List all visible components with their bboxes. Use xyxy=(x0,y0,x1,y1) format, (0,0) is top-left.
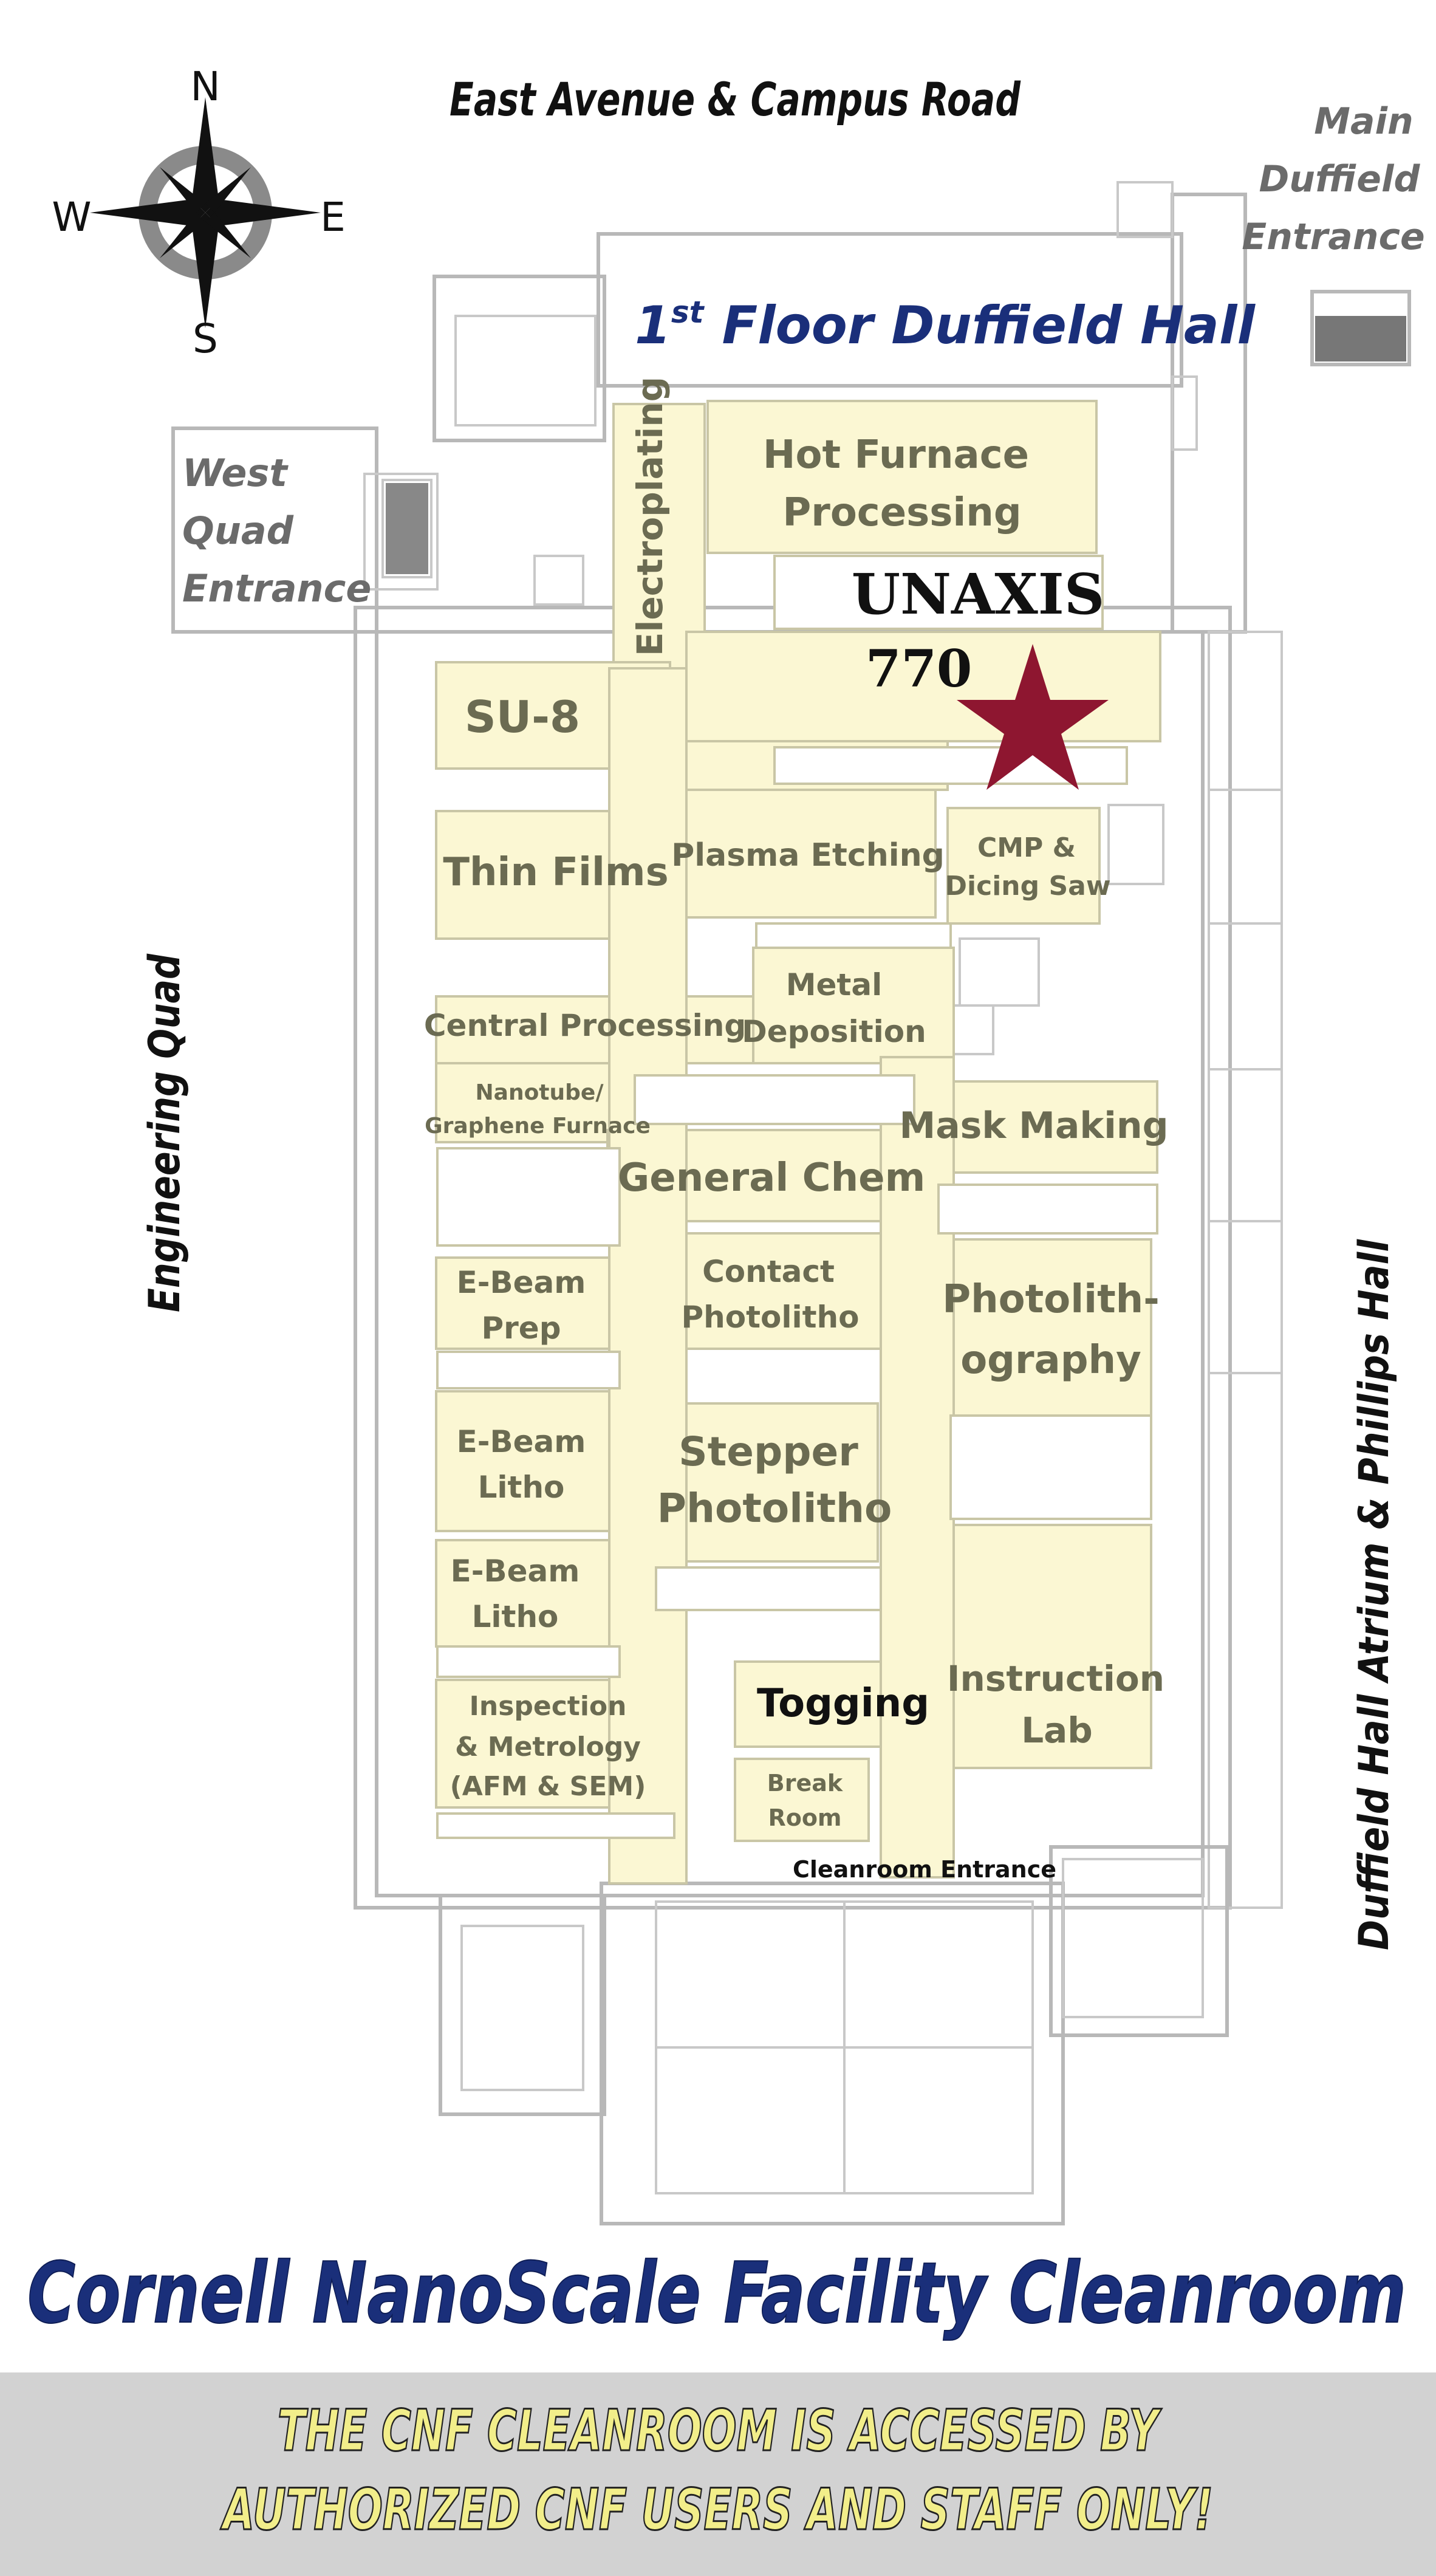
room-cmp xyxy=(946,807,1101,925)
label-instruction-lab-1: Instruction xyxy=(947,1658,1164,1699)
room-mask-making xyxy=(946,1080,1158,1174)
entrance-main-3: Entrance xyxy=(1242,216,1424,258)
label-hot-furnace-1: Hot Furnace xyxy=(763,433,1029,478)
label-cmp-1: CMP & xyxy=(977,832,1076,863)
label-su8: SU-8 xyxy=(465,691,580,742)
label-stepper-1: Stepper xyxy=(679,1428,858,1475)
label-metal-deposition-2: Deposition xyxy=(742,1014,926,1049)
label-ebeam-prep-2: Prep xyxy=(481,1310,561,1346)
label-thin-films: Thin Films xyxy=(443,850,668,895)
label-break-room-1: Break xyxy=(767,1770,843,1797)
label-ebeam-litho-2b: Litho xyxy=(472,1599,559,1634)
building-walls xyxy=(171,181,1411,2225)
facility-title: Cornell NanoScale Facility Cleanroom xyxy=(27,2244,1406,2342)
label-hot-furnace-2: Processing xyxy=(782,490,1021,535)
street-west: Engineering Quad xyxy=(140,953,190,1312)
street-east: Duffield Hall Atrium & Phillips Hall xyxy=(1350,1239,1398,1950)
label-photolithography-1: Photolith- xyxy=(942,1277,1160,1322)
room-nanotube xyxy=(435,1062,638,1143)
compass-w: W xyxy=(52,194,91,241)
room-labels: Hot Furnace Processing Electroplating SU… xyxy=(424,377,1169,1831)
highlight-line2: 770 xyxy=(866,639,972,699)
highlight-line1: UNAXIS xyxy=(852,561,1105,627)
label-break-room-2: Room xyxy=(768,1804,841,1831)
label-inspection-1: Inspection xyxy=(470,1691,627,1722)
label-general-chem: General Chem xyxy=(618,1156,926,1201)
label-ebeam-litho-1a: E-Beam xyxy=(457,1424,586,1459)
room-ebeam-prep xyxy=(435,1256,610,1350)
compass-e: E xyxy=(320,194,346,241)
label-togging: Togging xyxy=(757,1681,929,1726)
room-central-processing xyxy=(435,995,756,1064)
street-north: East Avenue & Campus Road xyxy=(450,72,1021,126)
label-plasma-etching: Plasma Etching xyxy=(671,837,945,874)
label-ebeam-litho-1b: Litho xyxy=(478,1470,565,1505)
floor-title: 1st Floor Duffield Hall xyxy=(635,295,1256,356)
access-banner xyxy=(0,2372,1436,2576)
room-stepper xyxy=(661,1402,879,1563)
floor-suffix: st xyxy=(671,295,705,330)
label-cmp-2: Dicing Saw xyxy=(945,871,1111,902)
entrance-main-2: Duffield xyxy=(1259,158,1421,200)
label-contact-photolitho-2: Photolitho xyxy=(682,1300,860,1335)
entrance-west-3: Entrance xyxy=(182,566,371,611)
room-electroplating xyxy=(612,403,706,673)
floor-rest: Floor Duffield Hall xyxy=(704,295,1256,356)
room-corridor-west xyxy=(608,667,688,1885)
label-ebeam-litho-2a: E-Beam xyxy=(451,1553,580,1589)
entrance-cleanroom: Cleanroom Entrance xyxy=(793,1856,1056,1883)
room-metal-deposition xyxy=(752,947,955,1064)
corridors xyxy=(436,555,1158,1839)
room-instruction-lab xyxy=(949,1524,1152,1769)
room-ebeam-litho-2 xyxy=(435,1539,620,1648)
label-nanotube-2: Graphene Furnace xyxy=(425,1114,651,1139)
label-contact-photolitho-1: Contact xyxy=(702,1254,835,1289)
label-photolithography-2: ography xyxy=(960,1338,1141,1383)
entrance-west-1: West xyxy=(182,451,289,495)
label-mask-making: Mask Making xyxy=(899,1105,1168,1147)
label-electroplating: Electroplating xyxy=(629,377,671,656)
room-ebeam-litho-1 xyxy=(435,1390,620,1532)
banner-line-2: AUTHORIZED CNF USERS AND STAFF ONLY! xyxy=(220,2477,1213,2543)
entrance-main-1: Main xyxy=(1314,100,1413,143)
room-photolithography xyxy=(949,1238,1152,1417)
banner-line-1: THE CNF CLEANROOM IS ACCESSED BY xyxy=(278,2398,1162,2464)
label-metal-deposition-1: Metal xyxy=(786,967,882,1002)
floor-number: 1 xyxy=(635,295,671,356)
room-unaxis-area xyxy=(685,631,1161,742)
entrance-west-2: Quad xyxy=(182,509,294,553)
room-hot-furnace xyxy=(706,400,1098,554)
compass-s: S xyxy=(193,315,218,362)
label-central-processing: Central Processing xyxy=(424,1008,746,1043)
label-instruction-lab-2: Lab xyxy=(1021,1710,1093,1751)
room-break xyxy=(734,1758,870,1842)
label-inspection-3: (AFM & SEM) xyxy=(450,1771,646,1802)
label-stepper-2: Photolitho xyxy=(657,1485,892,1532)
compass-rose-icon xyxy=(90,97,321,328)
label-nanotube-1: Nanotube/ xyxy=(476,1080,604,1105)
label-ebeam-prep-1: E-Beam xyxy=(457,1265,586,1300)
room-plasma-etching xyxy=(685,789,937,919)
compass-n: N xyxy=(190,63,220,110)
star-marker-icon xyxy=(957,644,1109,790)
label-inspection-2: & Metrology xyxy=(455,1732,641,1762)
